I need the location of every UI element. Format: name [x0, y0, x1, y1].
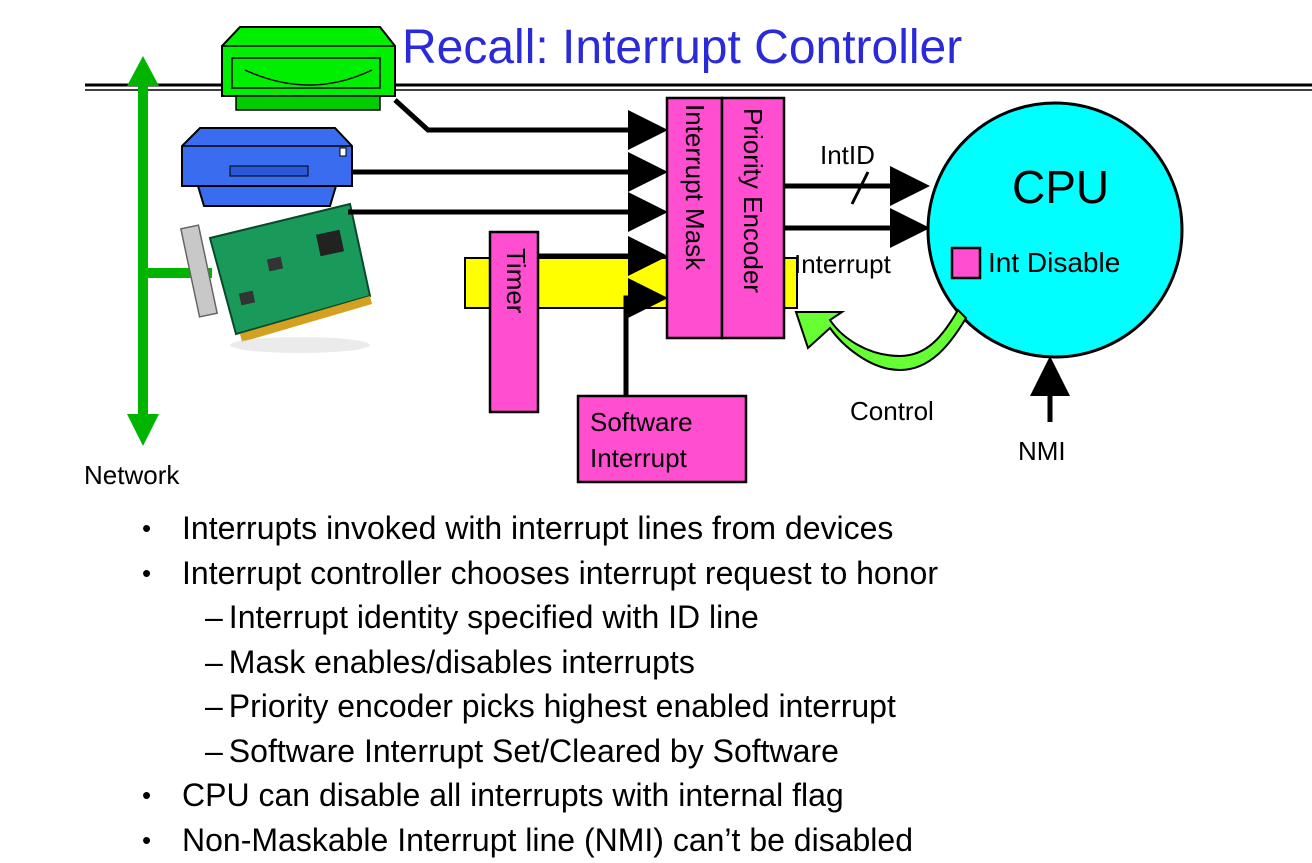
- timer-block: [488, 230, 540, 414]
- sub-bullet-text: Software Interrupt Set/Cleared by Softwa…: [228, 732, 839, 769]
- priority-encoder-block: [720, 96, 786, 340]
- timer-label: Timer: [501, 248, 531, 314]
- sub-bullet-text: Priority encoder picks highest enabled i…: [228, 688, 896, 724]
- nmi-label: NMI: [1018, 436, 1066, 466]
- interrupt-label: Interrupt: [794, 249, 891, 279]
- bullet-text: Non-Maskable Interrupt line (NMI) can’t …: [182, 821, 913, 858]
- cpu-label: CPU: [1012, 161, 1110, 213]
- sub-bullet-item: –Software Interrupt Set/Cleared by Softw…: [205, 732, 839, 769]
- bullet-item: Interrupts invoked with interrupt lines …: [0, 506, 938, 551]
- sub-bullet-item: –Interrupt identity specified with ID li…: [205, 599, 759, 635]
- disk-interrupt-arrow: [393, 98, 668, 150]
- control-label: Control: [850, 396, 934, 426]
- bullet-list: Interrupts invoked with interrupt lines …: [0, 506, 938, 862]
- interrupt-mask-label: Interrupt Mask: [680, 104, 710, 271]
- bullet-item: Non-Maskable Interrupt line (NMI) can’t …: [0, 818, 938, 863]
- control-arrow: [794, 308, 968, 372]
- software-interrupt-label-line1: Software: [590, 407, 693, 437]
- sub-bullet-item: –Priority encoder picks highest enabled …: [205, 688, 896, 724]
- software-interrupt-label-line2: Interrupt: [590, 443, 687, 473]
- software-interrupt-block: [576, 394, 748, 484]
- slide-title: Recall: Interrupt Controller: [402, 21, 963, 74]
- interrupt-mask-block: [665, 96, 724, 340]
- intid-label: IntID: [820, 140, 875, 170]
- software-interrupt-arrow: [623, 278, 668, 396]
- printer-icon: [181, 127, 353, 207]
- sub-bullet-text: Mask enables/disables interrupts: [228, 643, 695, 680]
- bullet-text: Interrupt controller chooses interrupt r…: [182, 554, 938, 591]
- int-disable-label: Int Disable: [988, 247, 1121, 278]
- priority-encoder-label: Priority Encoder: [738, 108, 768, 293]
- network-card-icon: [179, 202, 372, 353]
- sub-bullet-item: –Mask enables/disables interrupts: [205, 643, 695, 680]
- sub-bullet-text: Interrupt identity specified with ID lin…: [228, 599, 759, 635]
- network-bus-arrow: [127, 56, 212, 446]
- intid-bus-slash: [850, 171, 870, 205]
- disk-drive-icon: [221, 26, 396, 111]
- network-label: Network: [84, 460, 180, 490]
- bullet-text: CPU can disable all interrupts with inte…: [182, 777, 844, 813]
- bullet-item: Interrupt controller chooses interrupt r…: [0, 551, 938, 596]
- bullet-text: Interrupts invoked with interrupt lines …: [182, 510, 894, 546]
- bullet-item: CPU can disable all interrupts with inte…: [0, 773, 938, 818]
- int-disable-flag: [950, 246, 982, 280]
